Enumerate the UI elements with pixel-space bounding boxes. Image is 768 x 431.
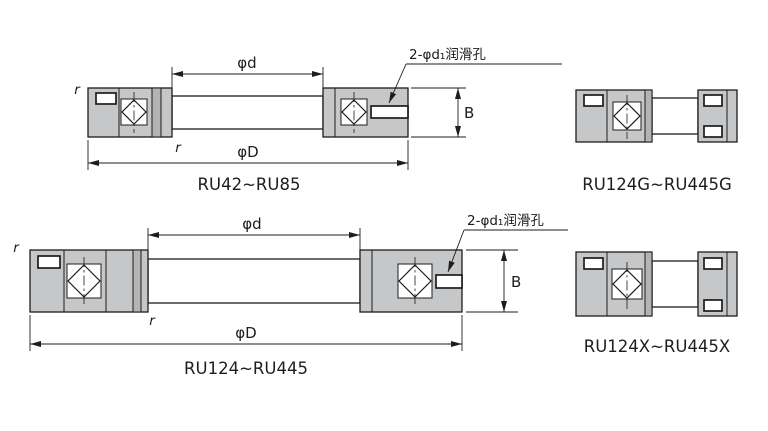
model-label: RU124X~RU445X	[584, 337, 731, 356]
radius-label-inner: r	[175, 140, 182, 156]
mounting-hole	[583, 94, 604, 107]
mounting-hole	[703, 257, 723, 270]
diagram-ru124g-ru445g: RU124G~RU445G	[575, 89, 738, 194]
diagram-ru42-ru85: φd 2-φd₁润滑孔 B φD r r RU42~RU85	[74, 47, 562, 194]
dim-label-inner-diameter: φd	[237, 54, 256, 72]
radius-label-outer: r	[74, 82, 81, 98]
dim-label-outer-diameter: φD	[235, 324, 256, 342]
radius-label-inner: r	[149, 313, 156, 329]
inner-ring	[651, 260, 699, 308]
lube-note: 2-φd₁润滑孔	[409, 47, 486, 63]
dim-label-inner-diameter: φd	[242, 215, 261, 233]
spacer-strip	[132, 249, 142, 313]
mounting-hole	[583, 257, 604, 270]
dim-label-outer-diameter: φD	[237, 143, 258, 161]
diagram-ru124x-ru445x: RU124X~RU445X	[575, 251, 738, 356]
dim-label-width: B	[511, 273, 521, 291]
inner-ring	[171, 95, 324, 130]
leader-arrow	[447, 229, 465, 273]
diagram-ru124-ru445: φd 2-φd₁润滑孔 B φD r r RU124~RU445	[13, 213, 568, 378]
spacer-strip	[151, 87, 162, 138]
inner-ring	[147, 258, 361, 304]
dim-label-width: B	[464, 104, 474, 122]
mounting-hole	[703, 94, 723, 107]
lubrication-hole	[370, 105, 409, 119]
spacer-strip	[644, 89, 653, 143]
inner-ring	[651, 97, 699, 135]
model-label: RU124~RU445	[184, 359, 308, 378]
mounting-hole	[703, 125, 723, 138]
model-label: RU124G~RU445G	[582, 175, 731, 194]
mounting-hole	[703, 299, 723, 312]
leader-arrow	[388, 63, 407, 104]
mounting-hole	[37, 255, 61, 269]
spacer-strip	[644, 251, 653, 317]
mounting-hole	[95, 92, 117, 105]
lubrication-hole	[435, 274, 463, 289]
model-label: RU42~RU85	[198, 175, 301, 194]
lube-note: 2-φd₁润滑孔	[467, 213, 544, 229]
radius-label-outer: r	[13, 240, 20, 256]
